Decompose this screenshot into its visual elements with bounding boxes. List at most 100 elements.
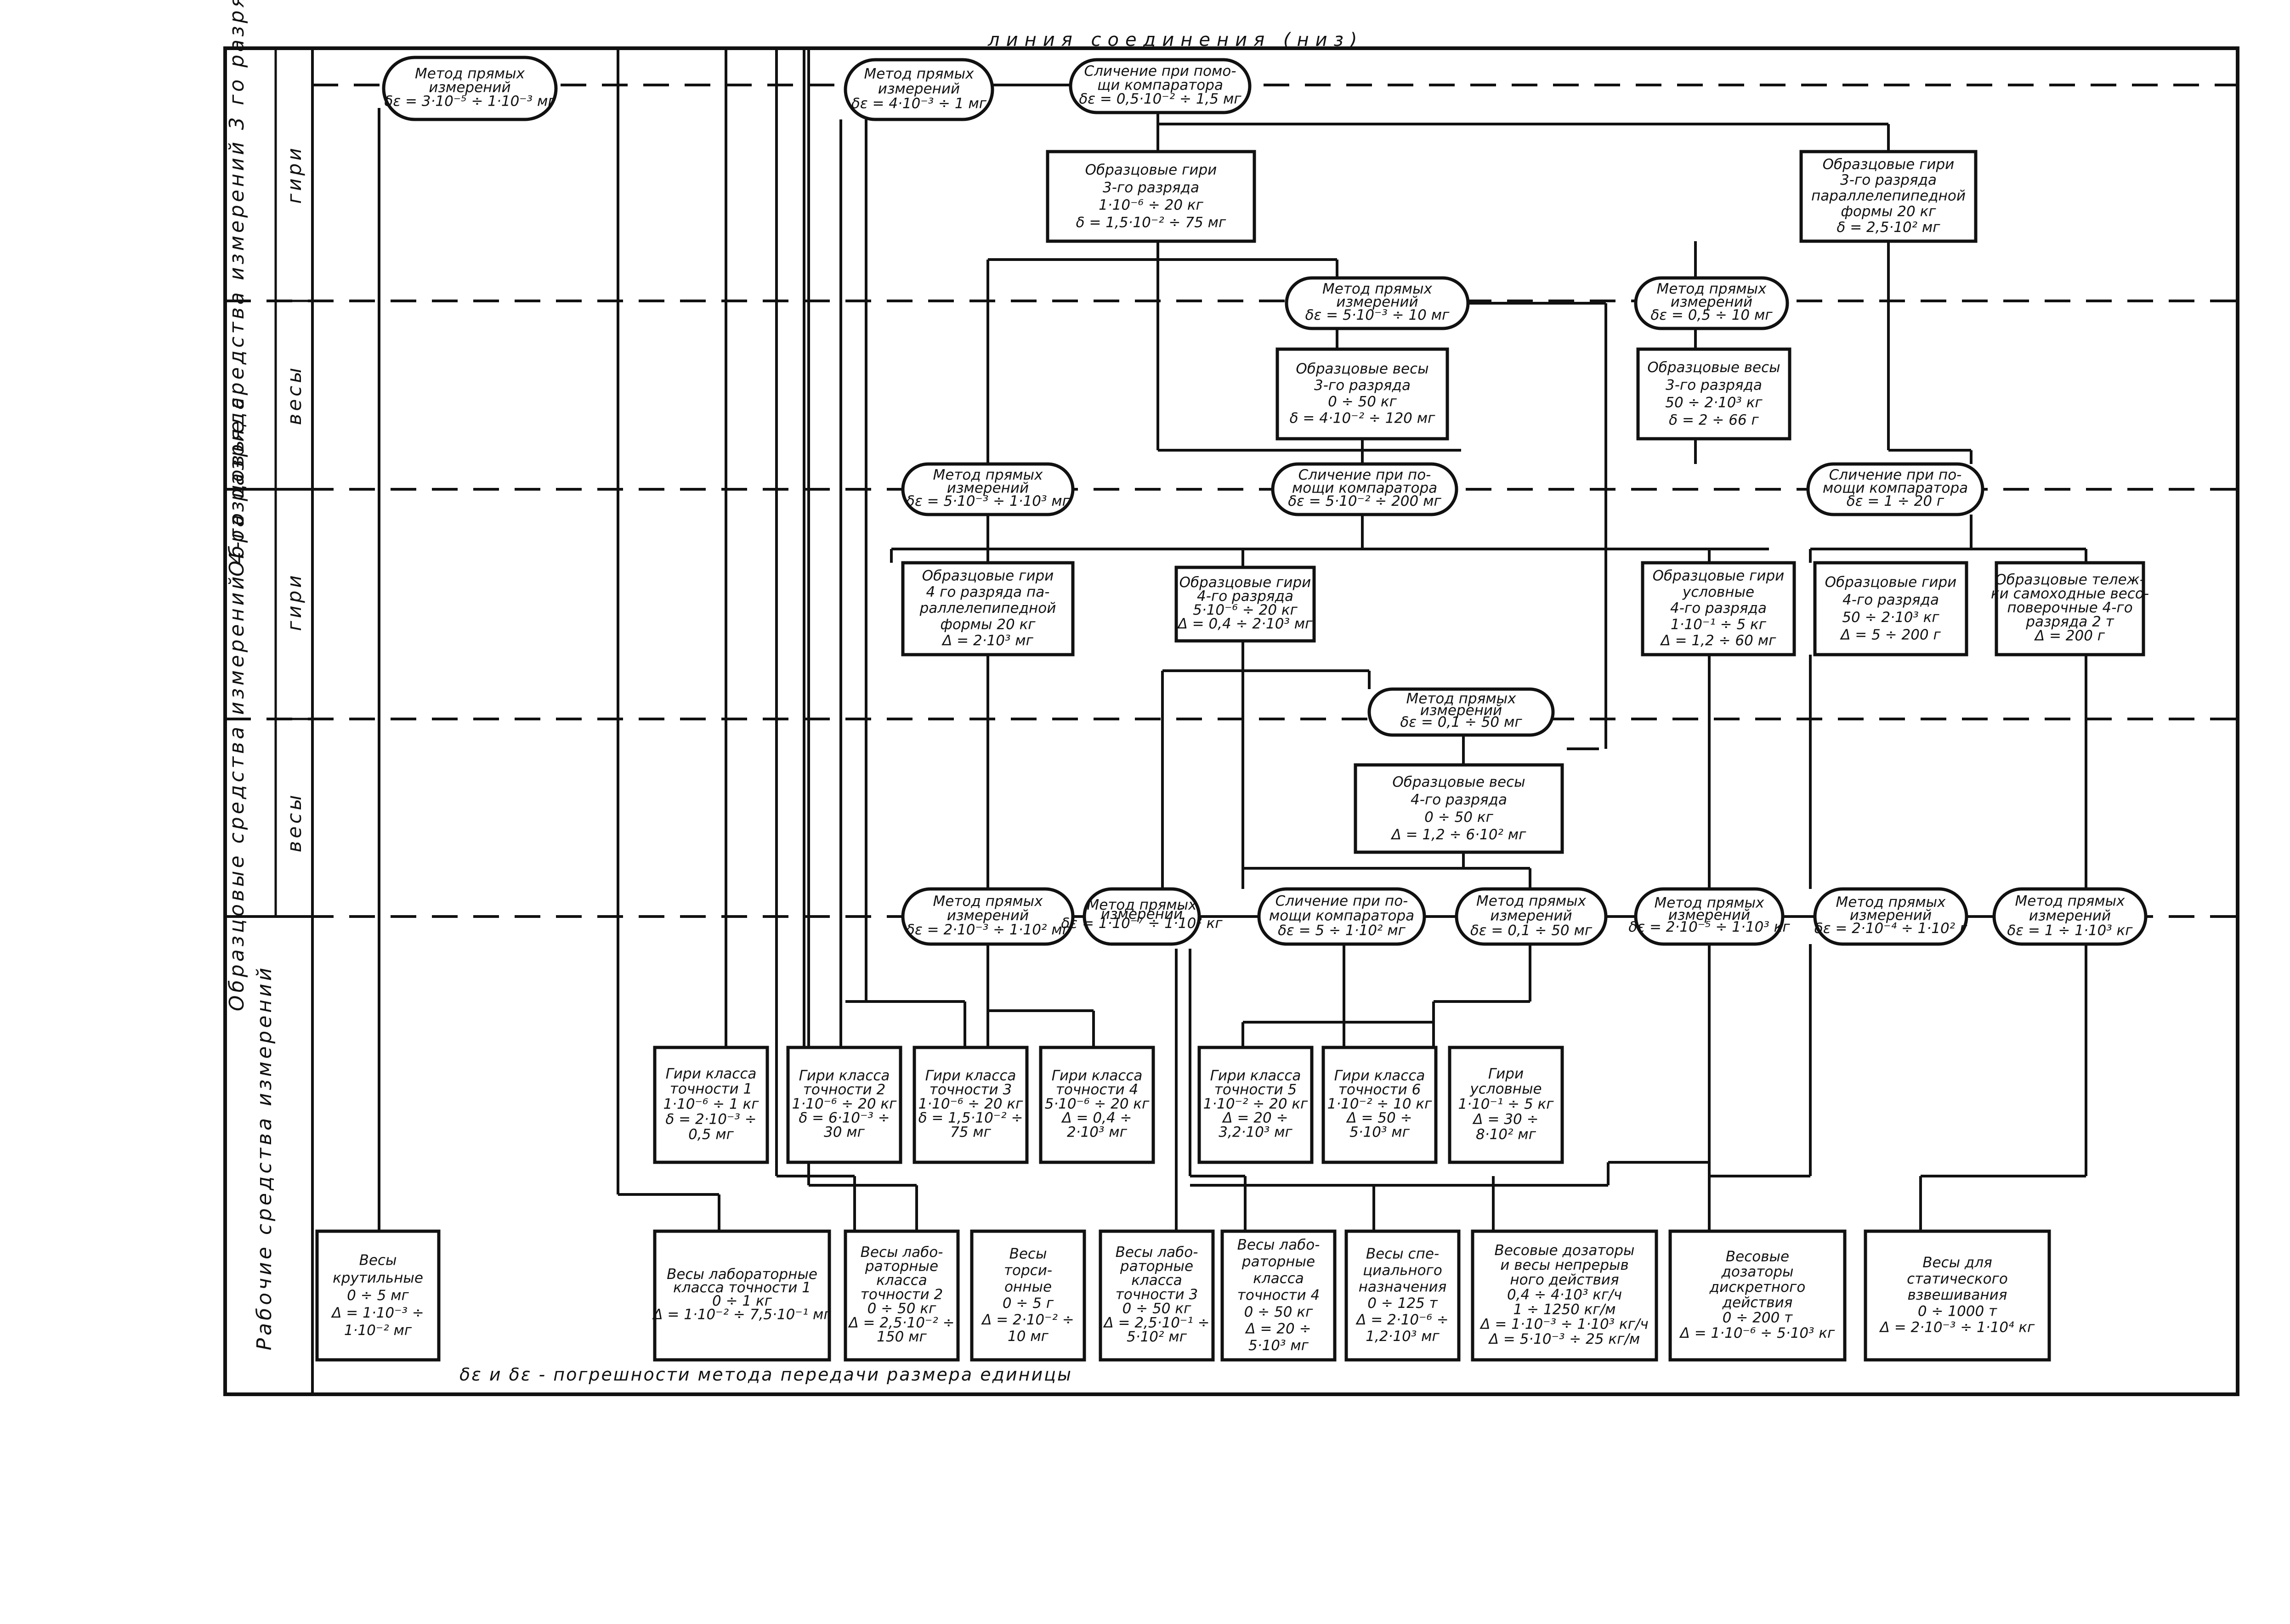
node-text-line: 0,4 ÷ 4·10³ кг/ч xyxy=(1507,1286,1622,1303)
node-text-line: Δ = 0,4 ÷ 2·10³ мг xyxy=(1177,616,1313,632)
node-text-line: δε = 1 ÷ 20 г xyxy=(1847,493,1944,509)
node-pill-outline xyxy=(1257,887,1426,946)
node-text-line: δ = 1,5·10⁻² ÷ xyxy=(918,1110,1023,1126)
node-text-line: 0 ÷ 50 кг xyxy=(1424,809,1493,826)
node-text-line: 30 мг xyxy=(824,1124,865,1140)
node-text-line: Весы лабо- xyxy=(1116,1244,1198,1261)
node-text-line: Гири класса xyxy=(1210,1068,1301,1084)
node-text-line: Δ = 2·10⁻³ ÷ 1·10⁴ кг xyxy=(1879,1319,2035,1336)
node-text-line: Δ = 2·10³ мг xyxy=(941,633,1034,649)
node-text-line: δε = 5·10⁻³ ÷ 10 мг xyxy=(1305,307,1450,323)
node-text-line: 5·10⁻⁶ ÷ 20 кг xyxy=(1193,602,1298,618)
node-text-line: и весы непрерыв xyxy=(1500,1257,1629,1273)
frame xyxy=(223,46,2239,1396)
node-rect-outline xyxy=(844,1229,960,1362)
node-text-line: Δ = 20 ÷ xyxy=(1222,1110,1288,1126)
node-pill-outline xyxy=(901,462,1075,516)
node-text-line: Δ = 1,2 ÷ 6·10² мг xyxy=(1391,826,1527,843)
node-text-line: δε = 2·10⁻³ ÷ 1·10² мг xyxy=(906,922,1070,938)
node-text-line: 0,5 мг xyxy=(688,1126,734,1143)
node-text-line: Метод прямых xyxy=(2015,893,2126,909)
node-w4-cart: Образцовые тележ-ки самоходные весо-пове… xyxy=(1991,561,2149,656)
node-text-line: δε = 2·10⁻⁴ ÷ 1·10² г xyxy=(1814,920,1967,937)
node-rect-outline xyxy=(1099,1229,1215,1362)
node-text-line: измерений xyxy=(947,480,1029,496)
node-text-line: Сличение при по- xyxy=(1829,467,1962,483)
node-text-line: Δ = 50 ÷ xyxy=(1346,1110,1412,1126)
node-pill-outline xyxy=(1367,687,1555,737)
node-text-line: 1·10⁻¹ ÷ 5 кг xyxy=(1671,616,1767,633)
node-text-line: точности 2 xyxy=(861,1286,943,1303)
node-text-line: Метод прямых xyxy=(864,66,975,82)
node-text-line: раторные xyxy=(1241,1253,1315,1270)
node-text-line: действия xyxy=(1722,1294,1793,1311)
node-text-line: Весы xyxy=(1009,1246,1047,1262)
node-text-line: поверочные 4-го xyxy=(2007,600,2132,616)
node-text-line: Δ = 30 ÷ xyxy=(1472,1111,1538,1128)
node-text-line: измерений xyxy=(1671,294,1752,310)
node-text-line: 1,2·10³ мг xyxy=(1366,1328,1440,1345)
node-text-line: 0 ÷ 200 т xyxy=(1723,1310,1793,1326)
node-text-line: 0 ÷ 50 кг xyxy=(867,1301,936,1317)
node-pill-outline xyxy=(1271,462,1458,516)
node-rect-outline xyxy=(1864,1229,2051,1362)
node-text-line: Образцовые гири xyxy=(1825,574,1957,591)
node-text-line: 0 ÷ 5 мг xyxy=(347,1287,409,1304)
node-pill-outline xyxy=(901,887,1075,946)
node-rect-outline xyxy=(1799,150,1978,243)
node-text-line: дискретного xyxy=(1709,1279,1806,1296)
node-rect-outline xyxy=(1275,347,1449,441)
node-text-line: δε = 0,5 ÷ 10 мг xyxy=(1650,307,1773,323)
node-text-line: δε = 0,5·10⁻² ÷ 1,5 мг xyxy=(1079,91,1241,108)
node-pill-outline xyxy=(1806,462,1984,516)
node-text-line: Метод прямых xyxy=(1836,894,1946,911)
node-text-line: Весы для xyxy=(1922,1255,1992,1271)
node-text-line: формы 20 кг xyxy=(1841,204,1936,220)
node-text-line: δ = 6·10⁻³ ÷ xyxy=(799,1110,890,1126)
node-text-line: Весы лабораторные xyxy=(667,1266,817,1283)
node-text-line: δε = 5·10⁻³ ÷ 1·10³ мг xyxy=(906,493,1070,509)
node-text-line: Образцовые гири xyxy=(1179,574,1311,591)
node-rect-outline xyxy=(1321,1046,1438,1164)
node-pill-outline xyxy=(844,58,994,121)
node-text-line: 1·10⁻² ÷ 10 кг xyxy=(1327,1096,1433,1112)
node-text-line: δε = 0,1 ÷ 50 мг xyxy=(1400,714,1522,730)
node-text-line: Гири класса xyxy=(666,1065,757,1082)
node-text-line: класса xyxy=(1131,1272,1182,1289)
node-text-line: измерений xyxy=(1490,907,1572,924)
node-text-line: мощи компаратора xyxy=(1269,907,1414,924)
node-text-line: щи компаратора xyxy=(1097,77,1223,93)
node-rect-outline xyxy=(1636,347,1791,441)
node-text-line: Δ = 5 ÷ 200 г xyxy=(1840,627,1941,643)
node-text-line: 4-го разряда xyxy=(1197,588,1293,605)
node-text-line: параллелепипедной xyxy=(1811,187,1966,204)
node-text-line: 10 мг xyxy=(1008,1328,1049,1345)
node-text-line: Метод прямых xyxy=(933,467,1043,483)
node-text-line: Δ = 20 ÷ xyxy=(1245,1321,1311,1337)
node-text-line: 4 го разряда па- xyxy=(926,584,1050,600)
node-text-line: взвешивания xyxy=(1908,1287,2007,1303)
node-rect-outline xyxy=(1995,561,2145,656)
node-text-line: 0 ÷ 50 кг xyxy=(1122,1301,1191,1317)
node-pill-outline xyxy=(1069,58,1252,114)
node-text-line: δ = 2 ÷ 66 г xyxy=(1669,412,1759,428)
node-text-line: 1·10⁻¹ ÷ 5 кг xyxy=(1458,1096,1554,1113)
node-text-line: 2·10³ мг xyxy=(1067,1124,1128,1140)
node-text-line: 0 ÷ 125 т xyxy=(1367,1295,1438,1312)
